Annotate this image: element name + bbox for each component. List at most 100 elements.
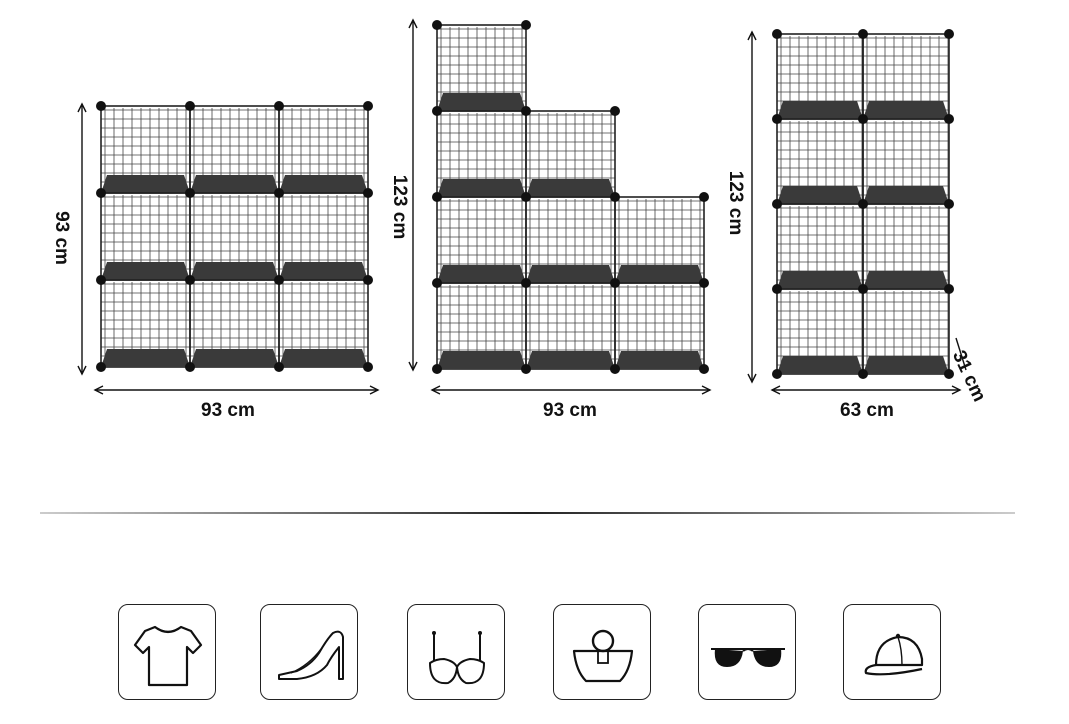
connector <box>858 369 868 379</box>
arrowhead <box>747 30 757 41</box>
connector <box>521 364 531 374</box>
connector <box>944 369 954 379</box>
cube-cell <box>436 110 527 198</box>
connector <box>363 101 373 111</box>
sunglasses-icon <box>698 604 796 700</box>
cube-cell <box>862 118 950 205</box>
connector <box>521 20 531 30</box>
connector <box>772 114 782 124</box>
cube-cell <box>776 288 864 375</box>
arrowhead <box>408 18 418 29</box>
arrowhead <box>430 385 441 395</box>
connector <box>610 364 620 374</box>
connector <box>185 275 195 285</box>
connector <box>699 192 709 202</box>
connector <box>858 199 868 209</box>
connector <box>432 278 442 288</box>
connector <box>363 275 373 285</box>
connector <box>363 362 373 372</box>
handbag-icon <box>553 604 651 700</box>
connector <box>274 362 284 372</box>
connector <box>858 29 868 39</box>
connector <box>521 106 531 116</box>
bra-icon <box>407 604 505 700</box>
section-divider <box>40 512 1015 514</box>
cube-cell <box>862 288 950 375</box>
cube-cell <box>862 33 950 120</box>
cube-cell <box>614 282 705 370</box>
connector <box>772 29 782 39</box>
connector <box>699 278 709 288</box>
arrowhead <box>93 385 104 395</box>
connector <box>944 114 954 124</box>
high-heel-shoe-icon <box>260 604 358 700</box>
connector <box>772 199 782 209</box>
cube-cell <box>614 196 705 284</box>
connector <box>944 29 954 39</box>
height-label-unit3: 123 cm <box>725 170 747 236</box>
connector <box>363 188 373 198</box>
connector <box>274 101 284 111</box>
connector <box>610 278 620 288</box>
connector <box>432 20 442 30</box>
cube-cell <box>436 196 527 284</box>
cube-cell <box>776 118 864 205</box>
connector <box>185 362 195 372</box>
cube-cell <box>776 33 864 120</box>
connector <box>432 106 442 116</box>
connector <box>772 369 782 379</box>
connector <box>772 284 782 294</box>
width-label-unit2: 93 cm <box>543 400 597 421</box>
cube-cell <box>862 203 950 290</box>
cube-cell <box>189 279 280 368</box>
t-shirt-icon <box>118 604 216 700</box>
shelf-unit-staircase <box>0 0 740 435</box>
connector <box>521 192 531 202</box>
connector <box>944 284 954 294</box>
shelf-2x4-drawing <box>747 29 967 395</box>
cube-cell <box>100 105 191 194</box>
shelf-unit-2x4 <box>747 29 967 395</box>
connector <box>96 188 106 198</box>
arrowhead <box>951 385 962 395</box>
connector <box>96 101 106 111</box>
connector <box>96 275 106 285</box>
connector <box>185 101 195 111</box>
arrowhead <box>77 365 87 376</box>
cube-cell <box>100 192 191 281</box>
connector <box>274 275 284 285</box>
cube-cell <box>189 105 280 194</box>
arrowhead <box>408 361 418 372</box>
arrowhead <box>770 385 781 395</box>
connector <box>699 364 709 374</box>
cube-cell <box>525 110 616 198</box>
baseball-cap-icon <box>843 604 941 700</box>
connector <box>610 192 620 202</box>
cube-cell <box>278 192 369 281</box>
cube-cell <box>525 196 616 284</box>
arrowhead <box>701 385 712 395</box>
arrowhead <box>77 102 87 113</box>
connector <box>96 362 106 372</box>
arrowhead <box>369 385 380 395</box>
connector <box>944 199 954 209</box>
connector <box>432 192 442 202</box>
connector <box>610 106 620 116</box>
shelf-3x3-drawing <box>77 101 380 395</box>
cube-cell <box>436 24 527 112</box>
connector <box>185 188 195 198</box>
cube-cell <box>525 282 616 370</box>
shelf-unit-3x3 <box>0 0 400 435</box>
connector <box>521 278 531 288</box>
connector <box>858 114 868 124</box>
arrowhead <box>747 373 757 384</box>
shelf-staircase-drawing <box>408 18 712 395</box>
width-label-unit1: 93 cm <box>201 400 255 421</box>
connector <box>274 188 284 198</box>
depth-dimension-line <box>955 337 967 371</box>
cube-cell <box>776 203 864 290</box>
cube-cell <box>278 279 369 368</box>
cube-cell <box>100 279 191 368</box>
connector <box>432 364 442 374</box>
width-label-unit3: 63 cm <box>840 400 894 421</box>
